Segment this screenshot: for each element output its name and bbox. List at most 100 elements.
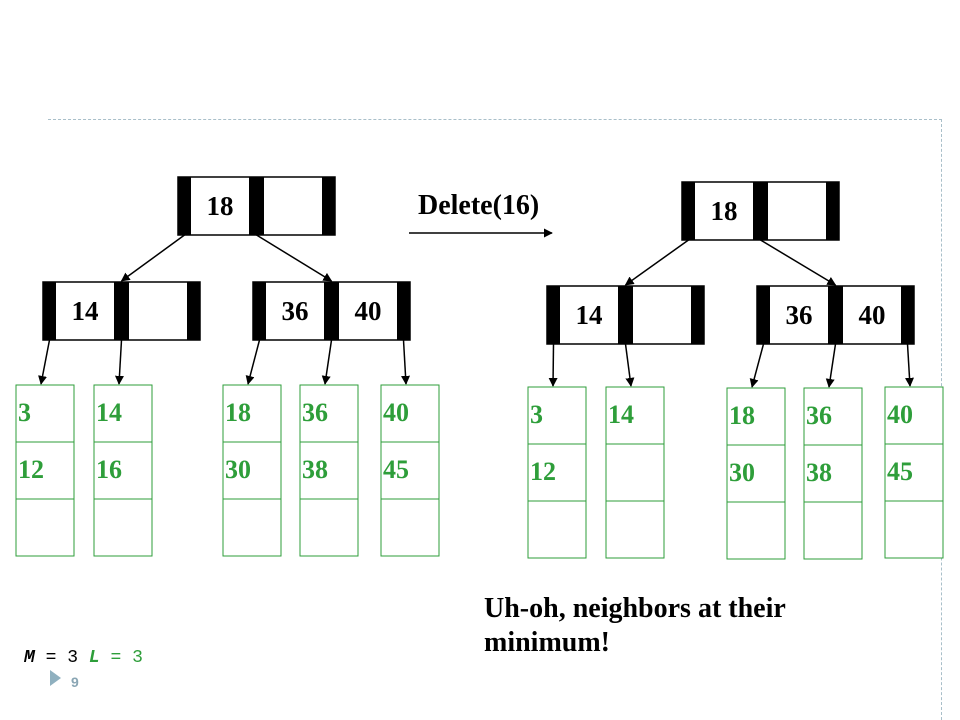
tree-after-leaf-0-value: 3 xyxy=(530,400,543,429)
tree-before-internal-1-key: 36 xyxy=(282,296,309,326)
tree-after-leaf-3-value: 38 xyxy=(806,458,832,487)
tree-after-internal-0-pointer-bar xyxy=(618,286,633,344)
tree-after-leaf-2-value: 30 xyxy=(729,458,755,487)
tree-before-internal-0-key: 14 xyxy=(72,296,99,326)
tree-after-leaf-2-cell xyxy=(726,501,786,560)
tree-edges xyxy=(38,234,915,388)
tree-before-leaf-3-value: 38 xyxy=(302,455,328,484)
tree-after-leaf-4-value: 45 xyxy=(887,457,913,486)
tree-before-root-key: 18 xyxy=(207,191,234,221)
l-param-label: L xyxy=(88,648,100,668)
tree-before-leaf-2-cell xyxy=(222,384,282,443)
tree-before-leaf-3-cell xyxy=(299,384,359,443)
tree-before-leaf-2-cell xyxy=(222,498,282,557)
tree-after-internal-0-pointer-bar xyxy=(691,286,704,344)
tree-before-root-edge xyxy=(256,234,333,282)
tree-parameters: M = 3 L = 3 xyxy=(24,648,143,668)
tree-before-leaf-3-value: 36 xyxy=(302,398,328,427)
tree-after-leaf-4-cell xyxy=(884,443,944,502)
tree-before-root-pointer-bar xyxy=(178,177,191,235)
tree-before-leaf-1-cell xyxy=(93,498,153,557)
tree-before-leaf-edge xyxy=(114,339,124,385)
tree-after-leaf-edge xyxy=(548,343,558,387)
tree-after-leaf-edge xyxy=(624,343,635,387)
tree-after-root-pointer-bar xyxy=(682,182,695,240)
tree-before-internal-0-pointer-bar xyxy=(114,282,129,340)
tree-after-root-key: 18 xyxy=(711,196,738,226)
tree-after-leaf-edge xyxy=(905,343,915,387)
tree-before-leaf-0-value: 12 xyxy=(18,455,44,484)
tree-before-internal-0-pointer-bar xyxy=(43,282,56,340)
tree-after-leaf-3: 36 38 xyxy=(803,387,863,560)
tree-after-internal-1-key: 36 xyxy=(786,300,813,330)
tree-before-leaf-0-value: 3 xyxy=(18,398,31,427)
tree-before-internal-0-node: 14 xyxy=(42,281,201,341)
l-param-value: 3 xyxy=(132,648,143,668)
tree-after-leaf-0: 3 12 xyxy=(527,386,587,559)
slide-marker-icon xyxy=(50,670,61,686)
tree-before-leaf-3-cell xyxy=(299,441,359,500)
tree-after-leaf-4-cell xyxy=(884,386,944,445)
tree-after-root-node: 18 xyxy=(681,181,840,241)
tree-before-leaf-3-cell xyxy=(299,498,359,557)
tree-before-leaf-3: 36 38 xyxy=(299,384,359,557)
tree-before-leaf-4-value: 45 xyxy=(383,455,409,484)
tree-before-leaf-0: 3 12 xyxy=(15,384,75,557)
tree-before-leaf-edge xyxy=(245,339,261,385)
tree-after-root-pointer-bar xyxy=(753,182,768,240)
tree-before-internal-1-pointer-bar xyxy=(324,282,339,340)
m-equals: = xyxy=(45,648,57,668)
tree-before-internal-1-pointer-bar xyxy=(397,282,410,340)
tree-after-leaf-2-value: 18 xyxy=(729,401,755,430)
tree-after-leaf-1-cell xyxy=(605,500,665,559)
m-param-label: M xyxy=(24,648,35,668)
tree-after-leaf-3-cell xyxy=(803,444,863,503)
tree-before-root-edge xyxy=(120,234,185,282)
m-param-value: 3 xyxy=(67,648,79,668)
tree-after-leaf-4-cell xyxy=(884,500,944,559)
tree-after-leaf-2-cell xyxy=(726,444,786,503)
tree-after-leaf-3-value: 36 xyxy=(806,401,832,430)
tree-before-leaf-1-value: 16 xyxy=(96,455,122,484)
tree-after-leaf-0-cell xyxy=(527,443,587,502)
l-equals: = xyxy=(110,648,122,668)
tree-before-leaf-edge xyxy=(321,339,333,385)
tree-after-leaf-1: 14 xyxy=(605,386,665,559)
tree-after-leaf-4: 40 45 xyxy=(884,386,944,559)
operation-label: Delete(16) xyxy=(418,190,540,221)
tree-after-leaf-0-value: 12 xyxy=(530,457,556,486)
tree-before-leaf-edge xyxy=(401,339,411,385)
tree-after-leaf-3-cell xyxy=(803,387,863,446)
tree-before-leaf-1: 14 16 xyxy=(93,384,153,557)
tree-after-internal-0-node: 14 xyxy=(546,285,705,345)
tree-after-root-edge xyxy=(760,239,837,286)
tree-after-leaf-edge xyxy=(749,343,765,388)
tree-before-leaf-4-cell xyxy=(380,498,440,557)
tree-after-leaf-1-cell xyxy=(605,443,665,502)
tree-before-internal-0-pointer-bar xyxy=(187,282,200,340)
warning-message: Uh-oh, neighbors at their minimum! xyxy=(484,593,786,658)
top-divider xyxy=(48,119,942,120)
tree-before-internal-1-pointer-bar xyxy=(253,282,266,340)
slide-number: 9 xyxy=(71,674,79,690)
tree-before-leaf-edge xyxy=(38,339,51,385)
tree-after-leaf-3-cell xyxy=(803,501,863,560)
tree-after-leaf-4-value: 40 xyxy=(887,400,913,429)
tree-after-leaf-edge xyxy=(825,343,837,388)
tree-before-leaf-1-value: 14 xyxy=(96,398,122,427)
tree-before-leaf-2-value: 18 xyxy=(225,398,251,427)
tree-before-leaf-1-cell xyxy=(93,384,153,443)
tree-before-root-pointer-bar xyxy=(249,177,264,235)
tree-after-leaf-0-cell xyxy=(527,386,587,445)
tree-after-internal-1-pointer-bar xyxy=(757,286,770,344)
tree-before-root-node: 18 xyxy=(177,176,336,236)
tree-before-leaf-0-cell xyxy=(15,384,75,443)
tree-before-root-pointer-bar xyxy=(322,177,335,235)
